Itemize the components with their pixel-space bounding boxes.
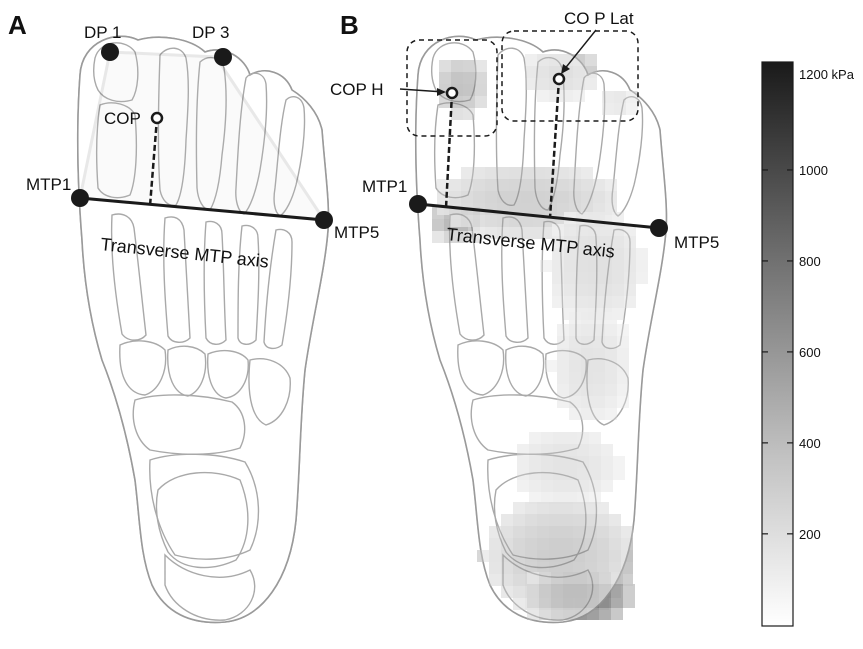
panel-b-mtp5-marker [650,219,668,237]
pressure-cell [611,596,623,608]
pressure-cell [585,54,597,66]
panel-a-mtp1-label: MTP1 [26,175,71,194]
colorbar-tick-label: 800 [799,254,821,269]
panel-b-cop-h-marker [447,88,457,98]
pressure-colorbar: 1000 800 600 400 200 1200 kPa [762,62,855,626]
colorbar-unit-label: 1200 kPa [799,67,855,82]
colorbar-tick-label: 200 [799,527,821,542]
panel-a-mtp5-label: MTP5 [334,223,379,242]
pressure-cell [623,584,635,596]
panel-b-mtp1-label: MTP1 [362,177,407,196]
panel-a-dp3-label: DP 3 [192,23,230,42]
panel-b-cop-lat-label: CO P Lat [564,9,634,28]
panel-a-cop-marker [152,113,162,123]
panel-b-mtp5-label: MTP5 [674,233,719,252]
pressure-cell [611,608,623,620]
panel-a-dp3-marker [214,48,232,66]
colorbar-gradient [762,62,793,626]
colorbar-tick-label: 1000 [799,163,828,178]
panel-a-mtp5-marker [315,211,333,229]
pressure-cell [623,596,635,608]
panel-b-cop-lat-marker [554,74,564,84]
colorbar-tick-label: 400 [799,436,821,451]
panel-a-label: A [8,10,27,40]
panel-a-dp1-label: DP 1 [84,23,122,42]
panel-a-mtp1-marker [71,189,89,207]
panel-b-label: B [340,10,359,40]
panel-b: B COP H CO P Lat MTP1 MTP5 Transverse MT… [330,9,719,622]
panel-a-dp1-marker [101,43,119,61]
colorbar-tick-label: 600 [799,345,821,360]
panel-b-mtp1-marker [409,195,427,213]
panel-b-cop-h-label: COP H [330,80,384,99]
panel-a-cop-label: COP [104,109,141,128]
pressure-cell [599,608,611,620]
panel-a: A DP 1 DP 3 COP MTP1 MTP5 Transverse MTP… [8,10,379,622]
